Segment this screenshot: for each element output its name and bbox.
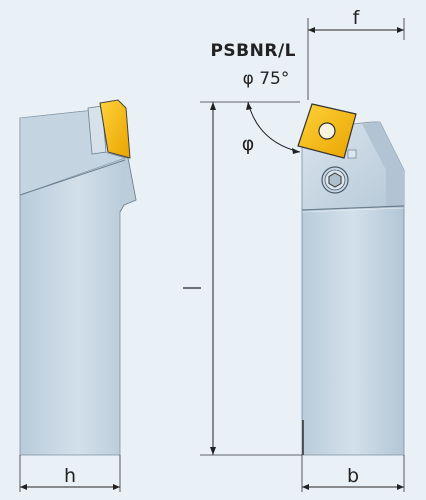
dimension-b-label: b xyxy=(347,465,359,487)
dimension-h-label: h xyxy=(64,465,76,487)
dimension-b: b xyxy=(301,455,405,492)
approach-angle: φ xyxy=(242,101,301,155)
side-view-edge xyxy=(19,159,126,196)
dimension-l xyxy=(183,101,302,456)
model-title: PSBNR/L xyxy=(210,41,296,61)
top-view xyxy=(297,103,405,456)
insert-hole xyxy=(318,122,336,140)
top-view-insert xyxy=(297,103,357,159)
side-view-head-face xyxy=(19,109,126,196)
phi-label: φ xyxy=(242,133,255,155)
dimension-h: h xyxy=(19,455,121,492)
side-view xyxy=(19,99,137,456)
dimension-f: f xyxy=(307,7,405,100)
side-view-shim xyxy=(87,105,107,155)
angle-spec: φ 75° xyxy=(243,69,290,89)
dimension-f-label: f xyxy=(353,7,361,29)
clamp-screw xyxy=(321,166,349,194)
top-view-shank xyxy=(301,205,405,456)
